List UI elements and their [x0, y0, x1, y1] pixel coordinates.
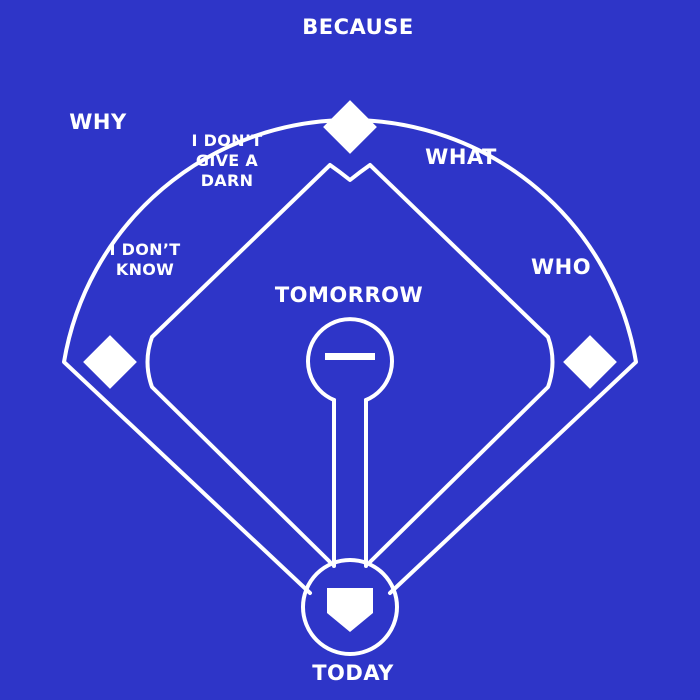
right-field-label: WHAT: [425, 144, 497, 169]
home-plate: [327, 588, 373, 632]
first-base: [563, 335, 617, 389]
shortstop-label: I DON’T GIVE A DARN: [192, 131, 263, 191]
shortstop-label-line-1: I DON’T: [191, 131, 263, 150]
mound-to-home-lane: [332, 398, 368, 568]
third-base: [83, 335, 137, 389]
catcher-label: TODAY: [312, 660, 394, 685]
infield-dirt-line: [145, 163, 555, 564]
first-base-label: WHO: [530, 254, 592, 279]
shortstop-label-line-2: GIVE A: [195, 151, 259, 170]
pitcher-label: TOMORROW: [274, 282, 424, 307]
center-field-label: BECAUSE: [302, 14, 414, 39]
left-field-label: WHY: [69, 109, 127, 134]
home-plate-circle: [301, 558, 399, 656]
third-base-label-line-1: I DON’T: [109, 240, 181, 259]
pitchers-mound-circle: [306, 317, 394, 402]
third-base-label-line-2: KNOW: [115, 260, 175, 279]
shortstop-label-line-3: DARN: [200, 171, 254, 190]
third-base-label: I DON’T KNOW: [110, 240, 181, 280]
pitching-rubber: [325, 353, 375, 360]
second-base: [323, 100, 377, 154]
